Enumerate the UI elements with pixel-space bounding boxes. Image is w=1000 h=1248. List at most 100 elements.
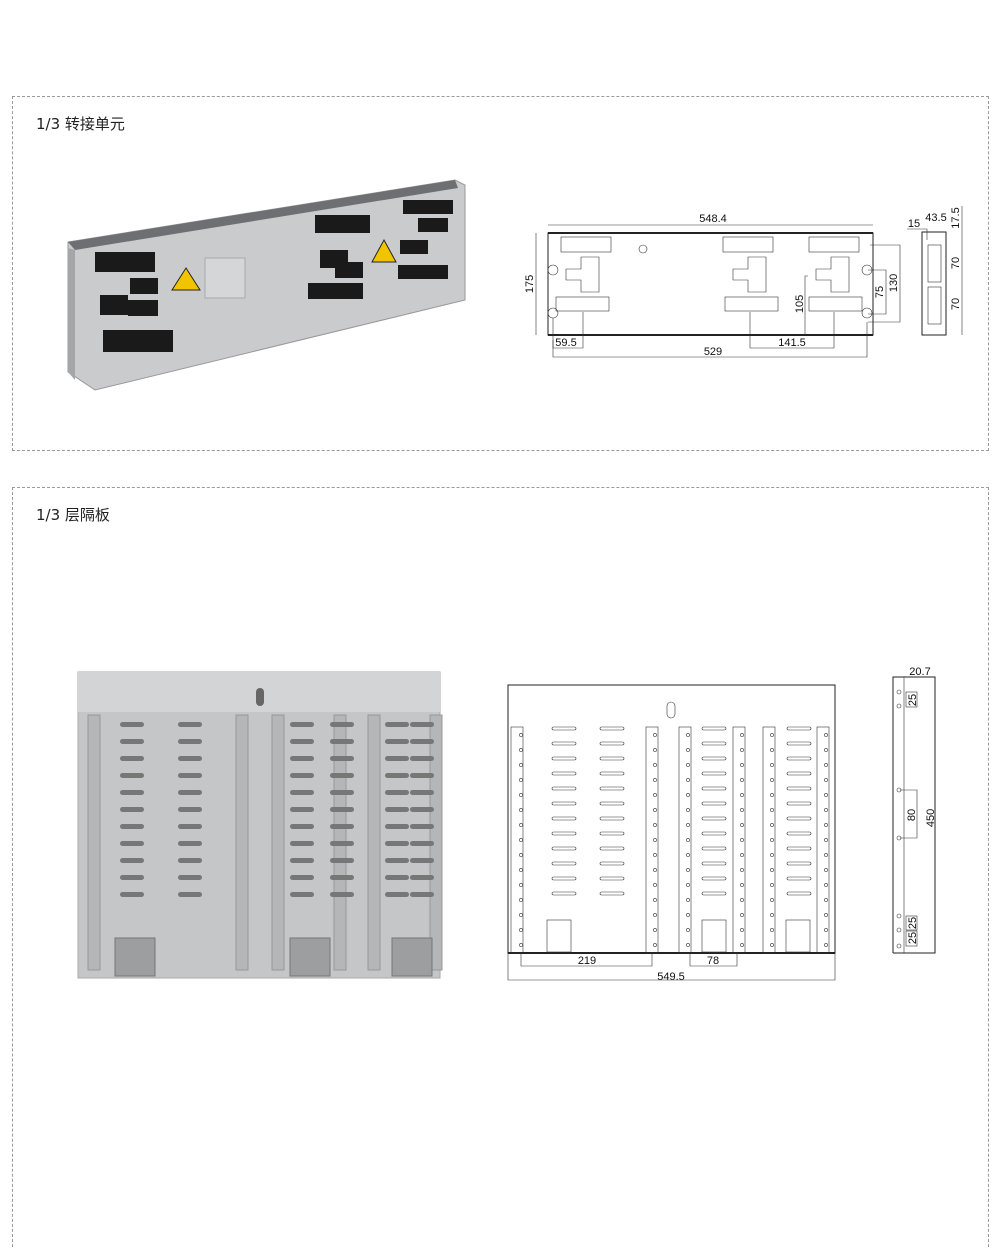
side-hole <box>896 913 902 919</box>
connector-outline <box>815 256 850 293</box>
rail <box>678 726 692 954</box>
vent-slot <box>701 756 727 761</box>
rail-hole <box>686 883 690 887</box>
rail-hole <box>519 928 523 932</box>
rail-hole <box>770 748 774 752</box>
vent-slot <box>551 741 577 746</box>
connector-outline <box>732 256 767 293</box>
vent-slot <box>786 846 812 851</box>
vent-slot <box>330 807 354 812</box>
vent-slot <box>385 892 409 897</box>
vent-slot <box>385 807 409 812</box>
vent-slot <box>178 739 202 744</box>
vent-slot <box>385 875 409 880</box>
dim-width: 548.4 <box>699 213 727 225</box>
connector-blocks <box>95 200 453 352</box>
rail-hole <box>686 838 690 842</box>
rail-hole <box>770 913 774 917</box>
vent-slot <box>599 741 625 746</box>
vent-slot <box>551 876 577 881</box>
vent-slot <box>385 858 409 863</box>
rail-hole <box>686 928 690 932</box>
connector-outline <box>808 236 860 253</box>
dim-left-offset: 59.5 <box>555 337 576 349</box>
rail-hole <box>824 733 828 737</box>
rail-hole <box>653 943 657 947</box>
vent-slot <box>120 841 144 846</box>
vent-slot <box>410 739 434 744</box>
rail-hole <box>519 868 523 872</box>
vent-slot <box>701 786 727 791</box>
vent-slot <box>410 790 434 795</box>
rail-hole <box>686 913 690 917</box>
mount-hole <box>547 264 559 276</box>
vent-slot <box>385 841 409 846</box>
vent-slot <box>701 726 727 731</box>
vent-slot <box>290 875 314 880</box>
rail-hole <box>653 883 657 887</box>
connector-block <box>128 300 158 316</box>
vent-slot <box>551 846 577 851</box>
rail-hole <box>686 868 690 872</box>
vent-slot <box>385 722 409 727</box>
vent-slot <box>786 801 812 806</box>
rail-hole <box>740 748 744 752</box>
mount-hole <box>638 244 648 254</box>
rail-hole <box>519 778 523 782</box>
vent-slot <box>120 858 144 863</box>
rail-hole <box>686 733 690 737</box>
rail-hole <box>824 763 828 767</box>
vent-slot <box>786 831 812 836</box>
connector-block <box>315 215 370 233</box>
dim-side-25: 25 <box>907 694 919 706</box>
bracket <box>546 919 572 953</box>
dim-side-80: 80 <box>906 809 918 821</box>
vent-slot <box>551 771 577 776</box>
connector-block <box>398 265 448 279</box>
vent-slot <box>330 756 354 761</box>
vent-slot <box>701 771 727 776</box>
rail-hole <box>686 763 690 767</box>
vent-slot <box>120 722 144 727</box>
rail-hole <box>824 928 828 932</box>
rail <box>816 726 830 954</box>
vent-slot <box>786 741 812 746</box>
vent-slot <box>551 726 577 731</box>
connector-outline <box>565 256 600 293</box>
vent-slot <box>701 801 727 806</box>
rail-hole <box>653 868 657 872</box>
vent-slot <box>701 816 727 821</box>
vent-slot <box>385 773 409 778</box>
vent-slot <box>178 892 202 897</box>
vent-slot <box>410 875 434 880</box>
section-partition-plate <box>12 487 989 1248</box>
dim-side-70: 70 <box>950 257 962 269</box>
vent-slot <box>701 876 727 881</box>
partition-plate-photo <box>77 671 443 979</box>
rail-hole <box>740 763 744 767</box>
rail-hole <box>519 823 523 827</box>
rail-hole <box>740 853 744 857</box>
connector-outline <box>560 236 612 253</box>
rail-hole <box>653 823 657 827</box>
bracket <box>289 937 331 977</box>
rail-hole <box>519 763 523 767</box>
vent-slot <box>290 824 314 829</box>
rail-hole <box>686 943 690 947</box>
vent-slot <box>410 892 434 897</box>
rail-hole <box>770 778 774 782</box>
section-title: 1/3 层隔板 <box>36 506 110 524</box>
rail-hole <box>824 943 828 947</box>
dim-plate-width: 549.5 <box>657 971 685 983</box>
warning-icon <box>171 267 201 291</box>
vent-slot <box>330 875 354 880</box>
connector-block <box>100 295 128 315</box>
side-hole <box>896 787 902 793</box>
rail-hole <box>824 838 828 842</box>
vent-slot <box>786 756 812 761</box>
vent-slot <box>410 773 434 778</box>
rail-hole <box>653 793 657 797</box>
rail-hole <box>519 943 523 947</box>
rail-hole <box>740 838 744 842</box>
rail-hole <box>740 793 744 797</box>
